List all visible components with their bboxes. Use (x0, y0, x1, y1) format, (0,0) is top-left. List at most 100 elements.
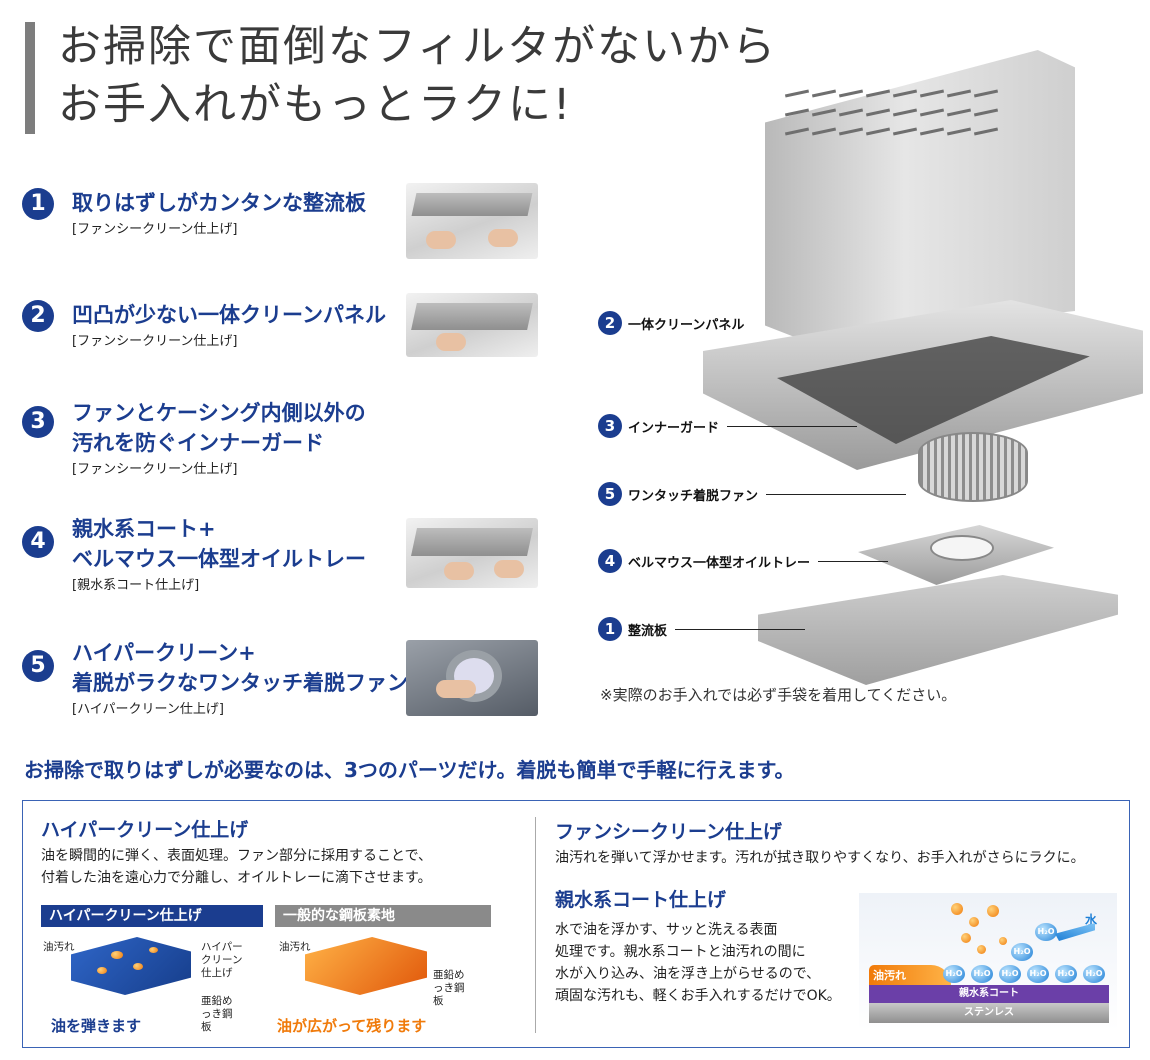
steel-compare-header: 一般的な鋼板素地 (275, 905, 491, 927)
callout-number: 4 (598, 549, 622, 573)
hydro-text-1: 水で油を浮かす、サッと洗える表面 (555, 922, 778, 938)
hyper-clean-heading: ハイパークリーン仕上げ (41, 819, 249, 841)
title-line-2: お手入れがもっとラクに! (58, 80, 573, 130)
callout-leader-line (818, 560, 889, 562)
page-title: お掃除で面倒なフィルタがないから お手入れがもっとラクに! (58, 18, 777, 134)
thumb-clean-panel (406, 293, 538, 357)
oil-drop (133, 963, 143, 970)
feature-title: 取りはずしがカンタンな整流板 (72, 191, 366, 215)
feature-finish: [ハイパークリーン仕上げ] (72, 702, 224, 717)
fancy-clean-heading: ファンシークリーン仕上げ (555, 821, 783, 843)
oil-drop (999, 937, 1007, 945)
hydro-text-2: 処理です。親水系コートと油汚れの間に (555, 944, 806, 960)
thumb-baffle-removal (406, 183, 538, 259)
hyper-label-steel: 亜鉛めっき鋼板 (201, 995, 233, 1033)
callout-leader-line (675, 628, 806, 630)
feature-5: 5 ハイパークリーン+ 着脱がラクなワンタッチ着脱ファン [ハイパークリーン仕上… (22, 638, 408, 720)
feature-title-line-1: ファンとケーシング内側以外の (72, 401, 366, 425)
hydro-text-3: 水が入り込み、油を浮き上がらせるので、 (555, 966, 821, 982)
oil-drop (977, 945, 986, 954)
callout-leader-line (727, 425, 858, 427)
oil-drop (969, 917, 979, 927)
callout-number: 3 (598, 414, 622, 438)
oil-drop (149, 947, 158, 953)
feature-3: 3 ファンとケーシング内側以外の 汚れを防ぐインナーガード [ファンシークリーン… (22, 398, 402, 480)
callout-label: ワンタッチ着脱ファン (628, 488, 759, 504)
h2o-bubble: H₂O (999, 965, 1021, 983)
hyper-label-finish: ハイパークリーン仕上げ (201, 941, 243, 979)
callout-baffle: 1 整流板 (598, 617, 806, 641)
callout-label: 一体クリーンパネル (628, 317, 745, 333)
oil-drop (97, 967, 107, 974)
oil-drop (987, 905, 999, 917)
feature-title-line-2: ベルマウス一体型オイルトレー (72, 547, 366, 571)
hand-shape (436, 333, 466, 351)
diagram-oil-label: 油汚れ (873, 969, 906, 982)
h2o-bubble: H₂O (1011, 943, 1033, 961)
callout-number: 2 (598, 311, 622, 335)
h2o-bubble: H₂O (971, 965, 993, 983)
panel-divider (535, 817, 536, 1033)
hand-shape (494, 560, 524, 578)
oil-drop (951, 903, 963, 915)
feature-finish: [ファンシークリーン仕上げ] (72, 222, 238, 237)
callout-number: 1 (598, 617, 622, 641)
hood-vents (784, 89, 1025, 147)
hand-shape (444, 562, 474, 580)
hydro-text-4: 頑固な汚れも、軽くお手入れするだけでOK。 (555, 988, 841, 1004)
hyper-label-oil: 油汚れ (43, 941, 75, 953)
hydro-diagram: H₂O H₂O 水 油汚れ H₂O H₂O H₂O H₂O H₂O H₂O 親水… (859, 893, 1117, 1031)
callout-label: ベルマウス一体型オイルトレー (628, 555, 811, 571)
thumb-fan-removal (406, 640, 538, 716)
hyper-slab-shape (71, 937, 191, 995)
feature-4: 4 親水系コート+ ベルマウス一体型オイルトレー [親水系コート仕上げ] (22, 514, 402, 596)
feature-title-line-1: 親水系コート+ (72, 517, 216, 541)
steel-caption: 油が広がって残ります (277, 1017, 427, 1035)
oil-drop (111, 951, 123, 959)
hyper-compare-header: ハイパークリーン仕上げ (41, 905, 263, 927)
callout-fan: 5 ワンタッチ着脱ファン (598, 482, 907, 506)
oil-layer (869, 965, 951, 985)
diagram-base-layer: ステンレス (869, 1003, 1109, 1023)
feature-finish: [親水系コート仕上げ] (72, 578, 200, 593)
hydro-coat-heading: 親水系コート仕上げ (555, 889, 727, 911)
feature-number: 3 (22, 406, 54, 438)
water-arrow (1055, 923, 1095, 941)
oil-drop (961, 933, 971, 943)
feature-number: 4 (22, 526, 54, 558)
steel-label-steel: 亜鉛めっき鋼板 (433, 969, 465, 1007)
steel-slab-shape (305, 937, 427, 995)
feature-1: 1 取りはずしがカンタンな整流板 [ファンシークリーン仕上げ] (22, 188, 402, 240)
callout-label: インナーガード (628, 420, 720, 436)
title-line-1: お掃除で面倒なフィルタがないから (58, 22, 778, 72)
feature-number: 2 (22, 300, 54, 332)
hand-shape (426, 231, 456, 249)
feature-number: 5 (22, 650, 54, 682)
callout-number: 5 (598, 482, 622, 506)
h2o-bubble: H₂O (1083, 965, 1105, 983)
steel-label-oil: 油汚れ (279, 941, 311, 953)
feature-finish: [ファンシークリーン仕上げ] (72, 334, 238, 349)
callout-leader-line (766, 493, 907, 495)
hyper-clean-text-1: 油を瞬間的に弾く、表面処理。ファン部分に採用することで、 (41, 848, 433, 864)
hand-shape (488, 229, 518, 247)
feature-2: 2 凹凸が少ない一体クリーンパネル [ファンシークリーン仕上げ] (22, 300, 402, 352)
feature-title-line-2: 汚れを防ぐインナーガード (72, 431, 324, 455)
thumb-hood-shape (411, 303, 533, 330)
feature-finish: [ファンシークリーン仕上げ] (72, 462, 238, 477)
hood-fan (918, 432, 1028, 502)
hyper-clean-text-2: 付着した油を遠心力で分離し、オイルトレーに滴下させます。 (41, 870, 432, 886)
callout-oil-tray: 4 ベルマウス一体型オイルトレー (598, 549, 889, 573)
feature-title-line-1: ハイパークリーン+ (72, 641, 256, 665)
finish-info-panel: ハイパークリーン仕上げ 油を瞬間的に弾く、表面処理。ファン部分に採用することで、… (22, 800, 1130, 1048)
h2o-bubble: H₂O (1055, 965, 1077, 983)
thumb-hood-shape (411, 528, 533, 556)
hand-shape (436, 680, 476, 698)
title-accent-bar (25, 22, 35, 134)
callout-inner-guard: 3 インナーガード (598, 414, 858, 438)
h2o-bubble: H₂O (1027, 965, 1049, 983)
h2o-bubble: H₂O (1035, 923, 1057, 941)
feature-title-line-2: 着脱がラクなワンタッチ着脱ファン (72, 671, 408, 695)
thumb-oil-tray (406, 518, 538, 588)
callout-label: 整流板 (628, 623, 668, 639)
